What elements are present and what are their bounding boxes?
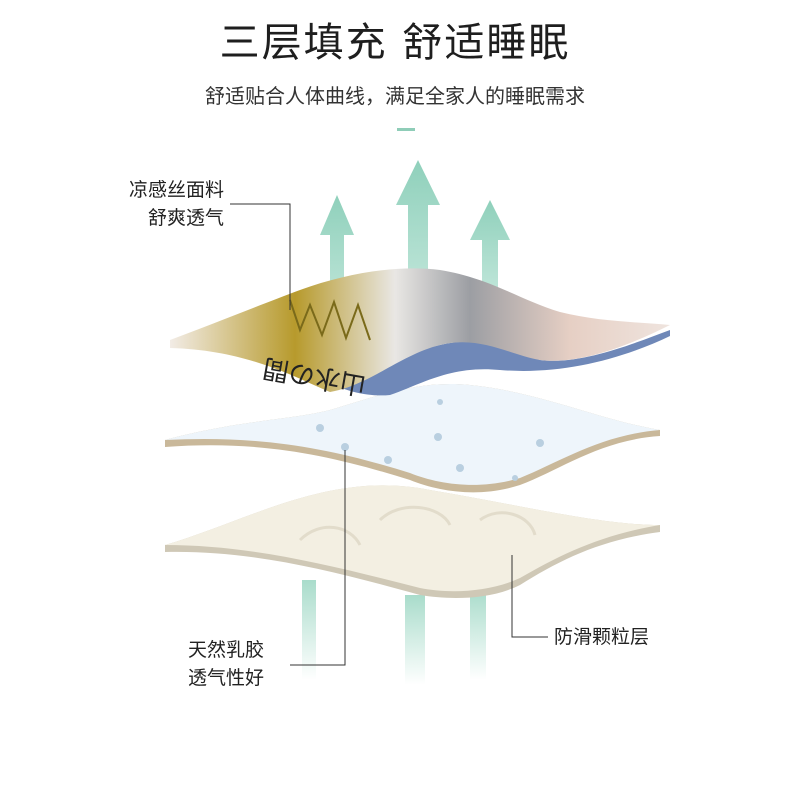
label-anti-slip: 防滑颗粒层 bbox=[554, 626, 650, 648]
arrow-up-icon bbox=[470, 200, 510, 310]
airflow-arrows bbox=[302, 160, 510, 685]
arrow-up-icon bbox=[320, 195, 354, 330]
latex-layer bbox=[165, 384, 660, 493]
anti-slip-layer bbox=[165, 485, 660, 598]
label-line: 天然乳胶 bbox=[188, 639, 265, 661]
accent-divider bbox=[397, 128, 415, 131]
arrow-shaft bbox=[405, 595, 425, 685]
arrow-shaft bbox=[302, 580, 316, 680]
page-subtitle: 舒适贴合人体曲线，满足全家人的睡眠需求 bbox=[205, 84, 585, 108]
label-line: 透气性好 bbox=[188, 667, 265, 689]
arrow-shaft bbox=[470, 590, 486, 680]
label-cooling-fabric: 凉感丝面料 舒爽透气 bbox=[100, 176, 224, 232]
page-title: 三层填充 舒适睡眠 bbox=[219, 20, 571, 66]
leader-lines bbox=[230, 203, 548, 666]
label-line: 舒爽透气 bbox=[147, 207, 224, 229]
label-latex: 天然乳胶 透气性好 bbox=[188, 636, 264, 692]
arrow-up-icon bbox=[396, 160, 440, 320]
label-line: 凉感丝面料 bbox=[128, 179, 224, 201]
cooling-fabric-layer: 山水の間 bbox=[170, 268, 670, 400]
